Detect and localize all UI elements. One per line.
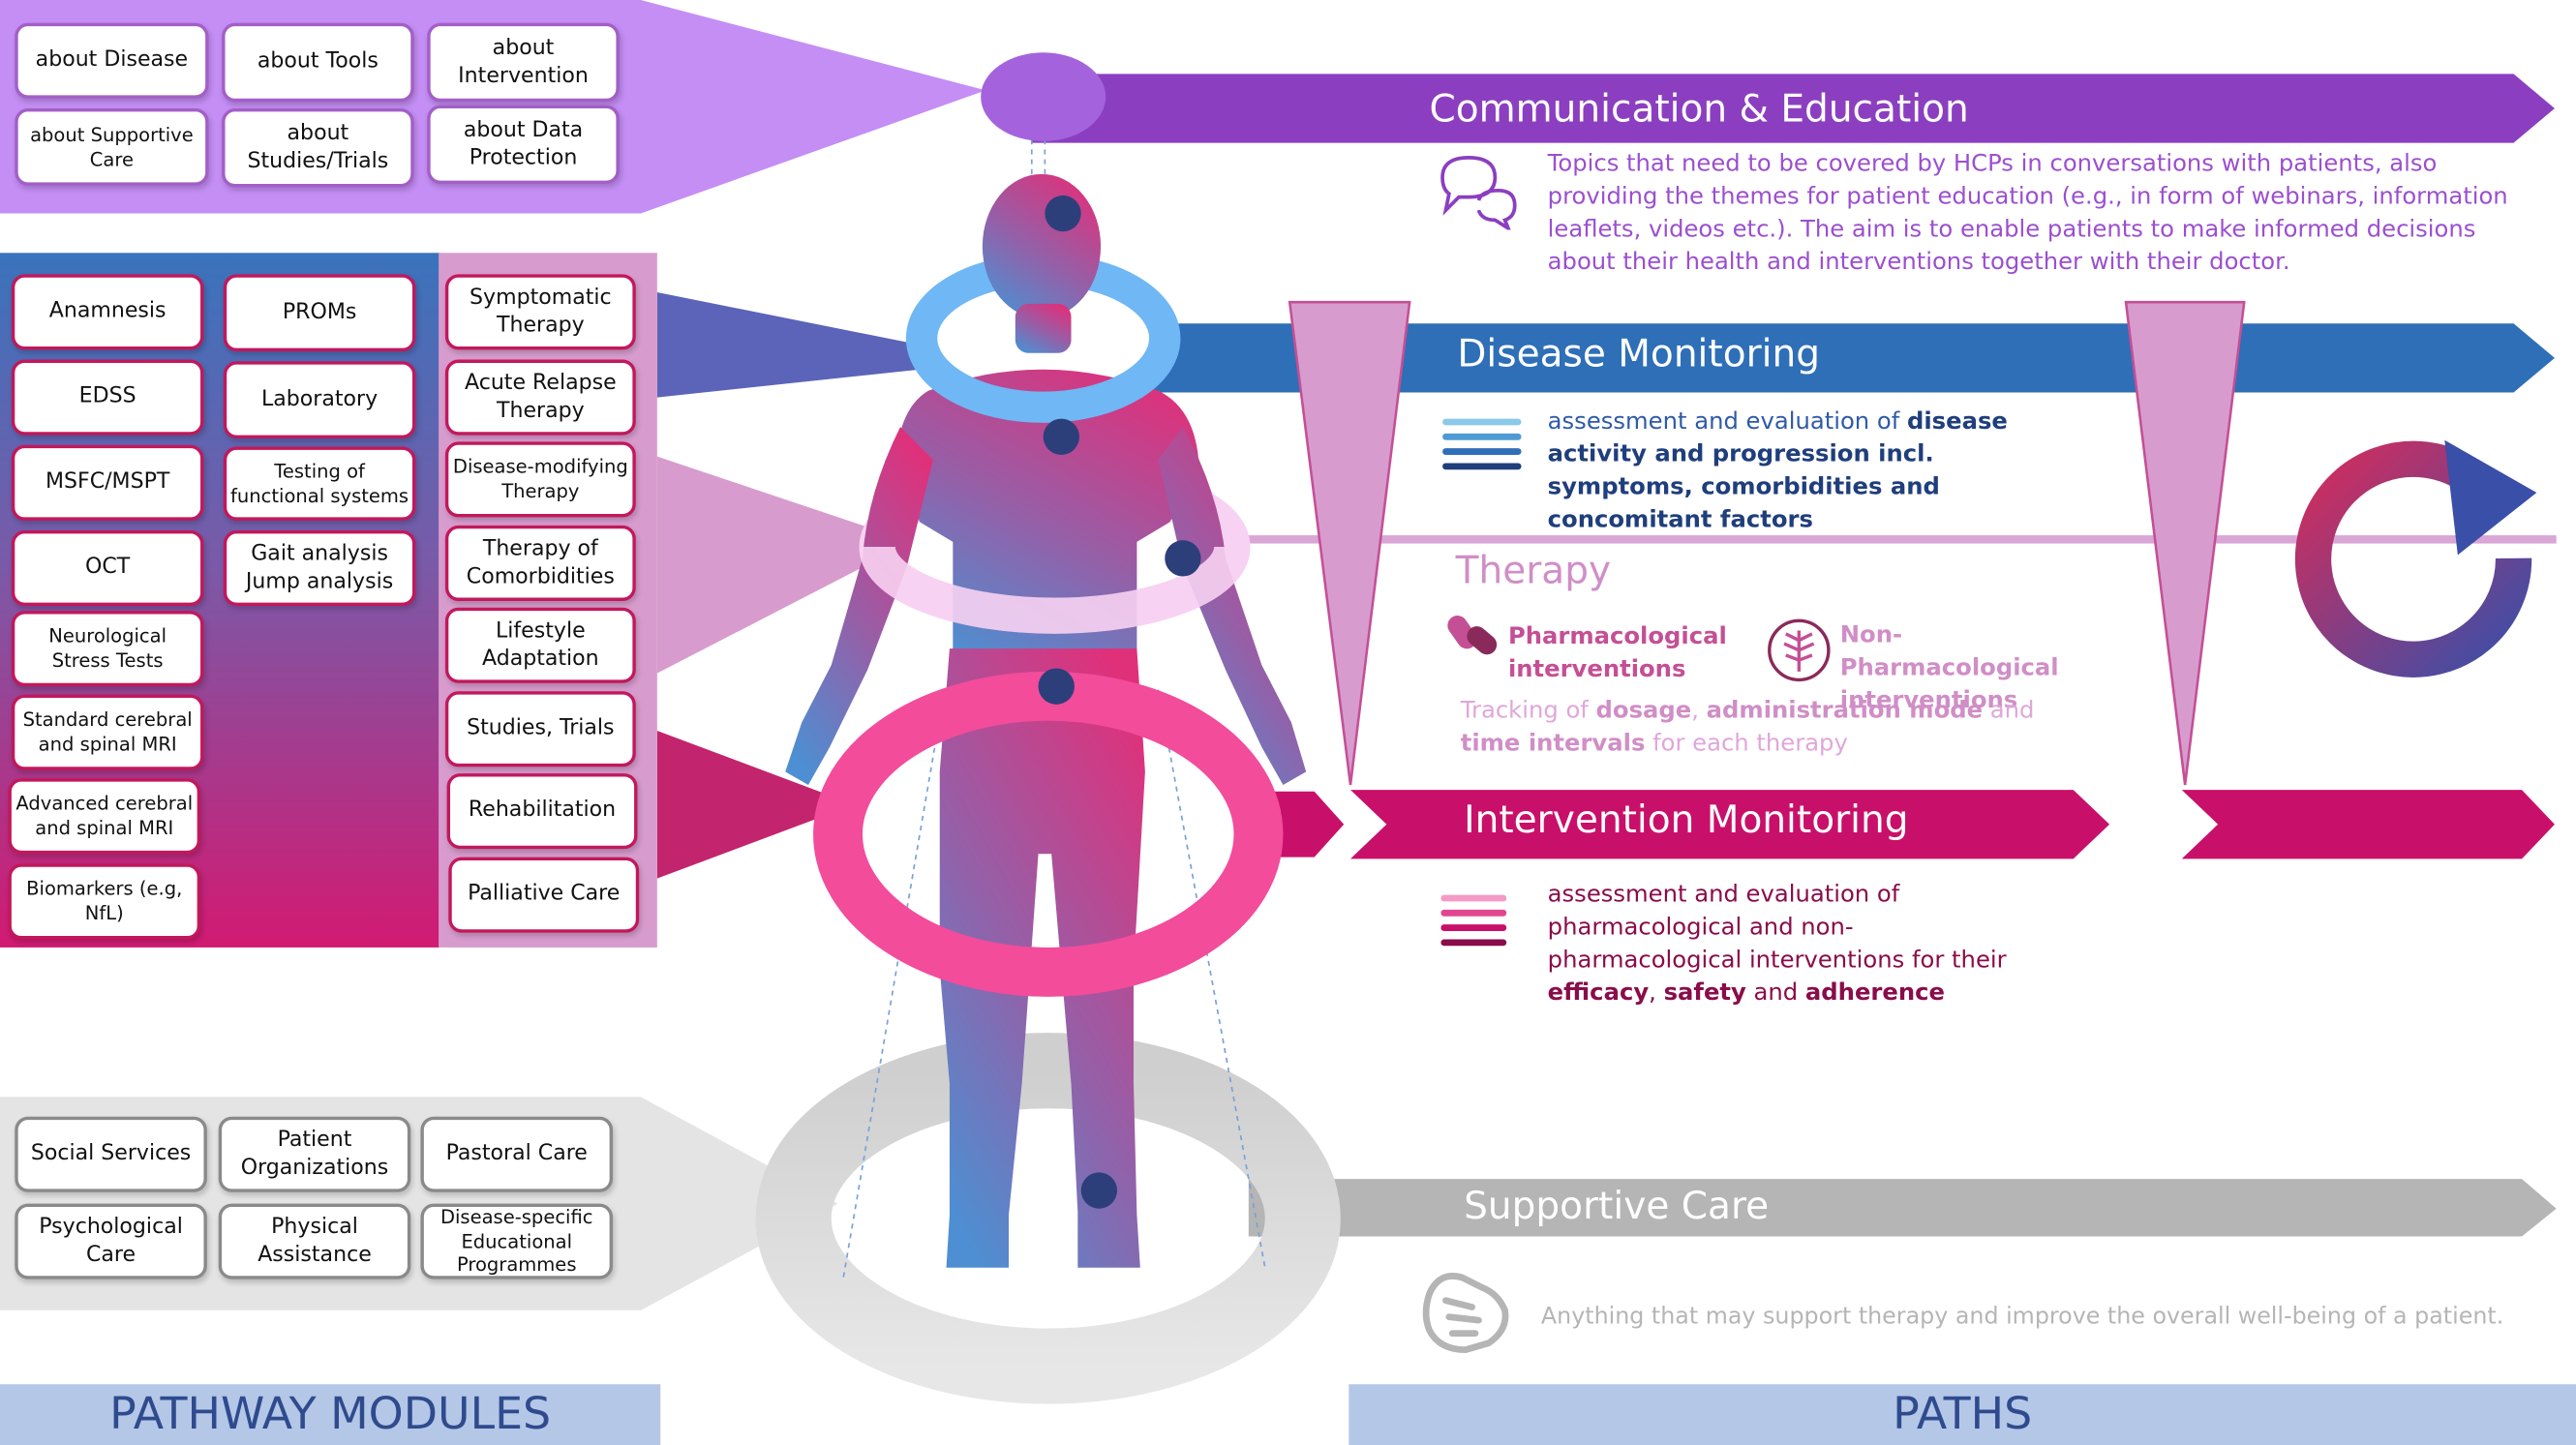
module-about-data-protection[interactable]: about Data Protection [427, 105, 620, 185]
human-figure [785, 173, 1307, 1268]
module-psychological-care[interactable]: Psychological Care [15, 1203, 207, 1279]
intervention-wedge [656, 730, 855, 879]
base-ring [755, 1033, 1341, 1404]
module-about-intervention[interactable]: about Intervention [427, 22, 620, 103]
therapy-wedge [656, 456, 912, 674]
module-advanced-mri[interactable]: Advanced cerebral and spinal MRI [8, 778, 201, 855]
footer-paths: PATHS [1349, 1384, 2576, 1445]
module-disease-specific-programmes[interactable]: Disease-specific Educational Programmes [420, 1203, 614, 1279]
disease-monitoring-description: assessment and evaluation of disease act… [1547, 408, 2008, 533]
module-pastoral-care[interactable]: Pastoral Care [420, 1116, 614, 1192]
handshake-icon [1422, 1273, 1509, 1353]
disease-monitoring-title: Disease Monitoring [1457, 333, 1821, 376]
module-proms[interactable]: PROMs [223, 274, 416, 352]
communication-disc [981, 52, 1106, 141]
module-acute-relapse-therapy[interactable]: Acute Relapse Therapy [444, 359, 636, 436]
communication-description: Topics that need to be covered by HCPs i… [1547, 151, 2508, 276]
herb-icon [1768, 618, 1831, 682]
cycle-arrow-icon [2294, 439, 2537, 677]
module-standard-mri[interactable]: Standard cerebral and spinal MRI [11, 694, 204, 770]
module-about-studies-trials[interactable]: about Studies/Trials [222, 107, 414, 188]
therapy-line [1215, 535, 2557, 544]
pills-icon [1447, 616, 1498, 655]
module-physical-assistance[interactable]: Physical Assistance [218, 1203, 411, 1279]
module-edss[interactable]: EDSS [11, 359, 204, 436]
module-rehabilitation[interactable]: Rehabilitation [446, 773, 638, 850]
intervention-monitoring-title: Intervention Monitoring [1464, 799, 1909, 843]
module-oct[interactable]: OCT [11, 530, 204, 607]
module-social-services[interactable]: Social Services [15, 1116, 207, 1192]
intervention-arrow-b [1350, 790, 2110, 859]
intervention-arrow-c [2181, 790, 2555, 859]
monitoring-wedge [656, 291, 921, 398]
module-disease-modifying-therapy[interactable]: Disease-modifying Therapy [444, 441, 636, 518]
supportive-arrow [1248, 1179, 2557, 1237]
module-about-supportive-care[interactable]: about Supportive Care [15, 107, 209, 186]
module-patient-organizations[interactable]: Patient Organizations [218, 1116, 411, 1192]
module-symptomatic-therapy[interactable]: Symptomatic Therapy [444, 274, 636, 350]
footer-pathway-modules: PATHWAY MODULES [0, 1384, 661, 1445]
module-lifestyle-adaptation[interactable]: Lifestyle Adaptation [444, 607, 636, 683]
module-palliative-care[interactable]: Palliative Care [448, 857, 640, 933]
module-laboratory[interactable]: Laboratory [223, 361, 416, 438]
supportive-care-title: Supportive Care [1464, 1185, 1770, 1229]
magenta-lines-icon [1440, 894, 1507, 947]
module-about-tools[interactable]: about Tools [222, 22, 414, 103]
therapy-tracking-description: Tracking of dosage, administration mode … [1460, 698, 2035, 757]
therapy-triangle-right [2124, 300, 2246, 786]
therapy-title: Therapy [1455, 550, 1612, 593]
module-about-disease[interactable]: about Disease [15, 22, 209, 99]
blue-lines-icon [1442, 418, 1522, 470]
module-neurological-stress-tests[interactable]: Neurological Stress Tests [11, 611, 204, 687]
therapy-triangle-left [1288, 300, 1411, 786]
module-studies-trials[interactable]: Studies, Trials [444, 691, 636, 768]
speech-bubbles-icon [1440, 156, 1517, 230]
communication-arrow [1031, 74, 2555, 143]
supportive-funnel [0, 1097, 838, 1310]
module-msfc-mspt[interactable]: MSFC/MSPT [11, 444, 204, 521]
module-anamnesis[interactable]: Anamnesis [11, 274, 204, 350]
module-therapy-comorbidities[interactable]: Therapy of Comorbidities [444, 525, 636, 601]
pharmacological-label: Pharmacological interventions [1507, 623, 1727, 683]
module-biomarkers[interactable]: Biomarkers (e.g, NfL) [8, 863, 201, 940]
module-testing-functional-systems[interactable]: Testing of functional systems [223, 446, 416, 521]
module-gait-jump-analysis[interactable]: Gait analysis Jump analysis [223, 530, 416, 607]
supportive-care-description: Anything that may support therapy and im… [1540, 1304, 2504, 1331]
communication-title: Communication & Education [1429, 88, 1969, 132]
non-pharmacological-label: Non-Pharmacological interventions [1839, 622, 2059, 714]
intervention-monitoring-description: assessment and evaluation of pharmacolog… [1547, 882, 2007, 1007]
